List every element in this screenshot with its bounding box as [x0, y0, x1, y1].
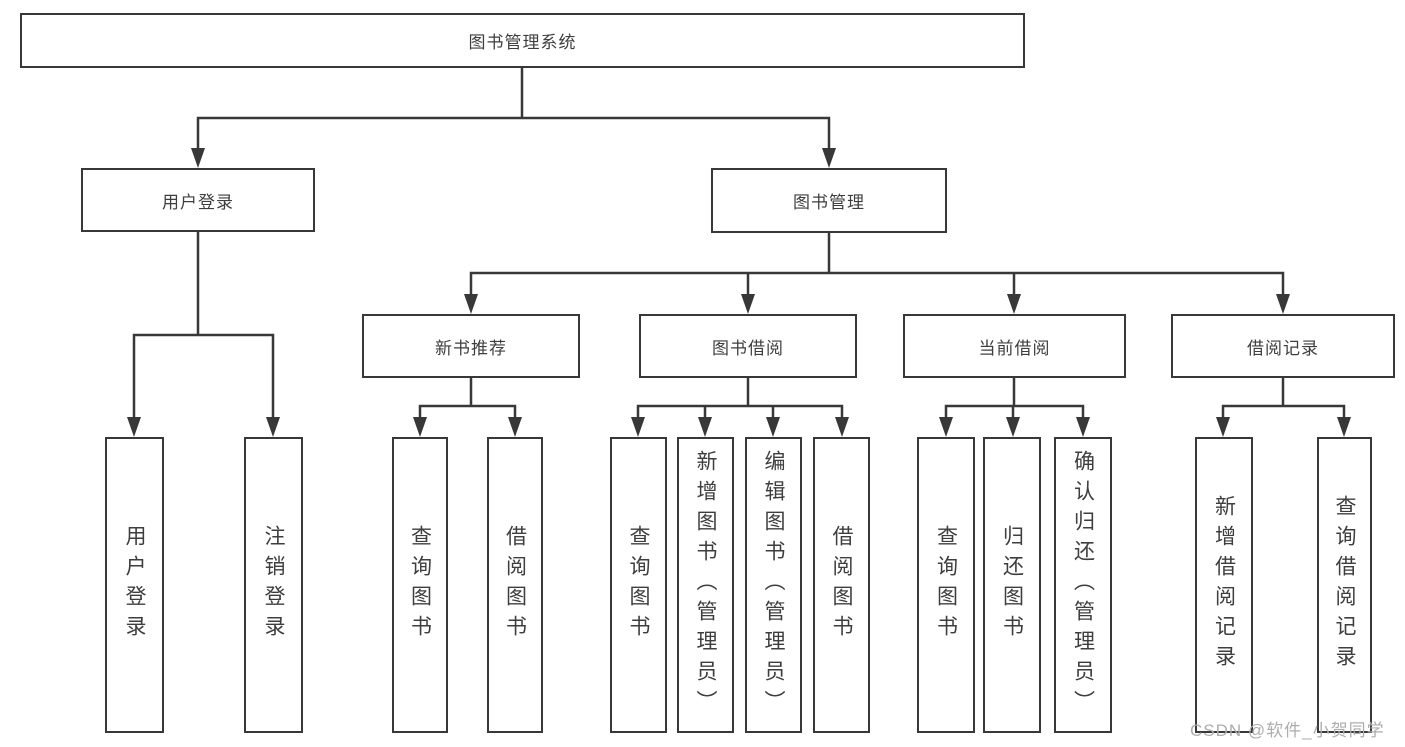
connector-lines — [132, 66, 1346, 423]
leaf-logout: 注销登录 — [244, 437, 303, 733]
node-new-book-recommend: 新书推荐 — [362, 314, 580, 378]
leaf-user-login: 用户登录 — [105, 437, 164, 733]
leaf-logout-label: 注销登录 — [262, 525, 286, 645]
node-book-management: 图书管理 — [711, 168, 947, 233]
leaf-user-login-label: 用户登录 — [123, 525, 147, 645]
leaf-add-borrow-record-label: 新增借阅记录 — [1212, 495, 1236, 675]
leaf-borrow-books: 借阅图书 — [813, 437, 870, 733]
node-book-management-label: 图书管理 — [793, 193, 865, 212]
leaf-borrow-books-recommend-label: 借阅图书 — [503, 525, 527, 645]
node-current-borrow: 当前借阅 — [903, 314, 1126, 378]
leaf-edit-books-admin-label: 编辑图书（管理员） — [762, 450, 786, 720]
leaf-add-books-admin: 新增图书（管理员） — [677, 437, 734, 733]
node-root-label: 图书管理系统 — [468, 33, 577, 52]
leaf-return-books: 归还图书 — [983, 437, 1041, 733]
leaf-query-books-recommend-label: 查询图书 — [408, 525, 432, 645]
node-new-book-recommend-label: 新书推荐 — [435, 338, 507, 358]
leaf-query-books-borrow: 查询图书 — [610, 437, 667, 733]
leaf-query-books-current-label: 查询图书 — [934, 525, 958, 645]
leaf-query-books-borrow-label: 查询图书 — [627, 525, 651, 645]
leaf-edit-books-admin: 编辑图书（管理员） — [745, 437, 802, 733]
leaf-query-books-recommend: 查询图书 — [392, 437, 448, 733]
node-user-login: 用户登录 — [81, 168, 315, 232]
leaf-add-borrow-record: 新增借阅记录 — [1195, 437, 1253, 733]
node-current-borrow-label: 当前借阅 — [978, 338, 1051, 358]
node-root: 图书管理系统 — [20, 13, 1025, 68]
csdn-watermark: CSDN @软件_小贺同学 — [1190, 721, 1385, 740]
leaf-query-books-current: 查询图书 — [917, 437, 975, 733]
leaf-borrow-books-label: 借阅图书 — [830, 525, 854, 645]
leaf-confirm-return-admin-label: 确认归还（管理员） — [1071, 450, 1095, 720]
leaf-return-books-label: 归还图书 — [1000, 525, 1024, 645]
node-book-borrow: 图书借阅 — [639, 314, 857, 378]
leaf-query-borrow-record: 查询借阅记录 — [1317, 437, 1372, 733]
leaf-add-books-admin-label: 新增图书（管理员） — [694, 450, 718, 720]
arrowheads — [127, 148, 1351, 437]
node-user-login-label: 用户登录 — [162, 192, 234, 212]
node-borrow-records: 借阅记录 — [1171, 314, 1395, 378]
node-book-borrow-label: 图书借阅 — [712, 338, 784, 358]
leaf-query-borrow-record-label: 查询借阅记录 — [1333, 495, 1357, 675]
leaf-borrow-books-recommend: 借阅图书 — [487, 437, 543, 733]
leaf-confirm-return-admin: 确认归还（管理员） — [1054, 437, 1112, 733]
node-borrow-records-label: 借阅记录 — [1247, 338, 1319, 358]
